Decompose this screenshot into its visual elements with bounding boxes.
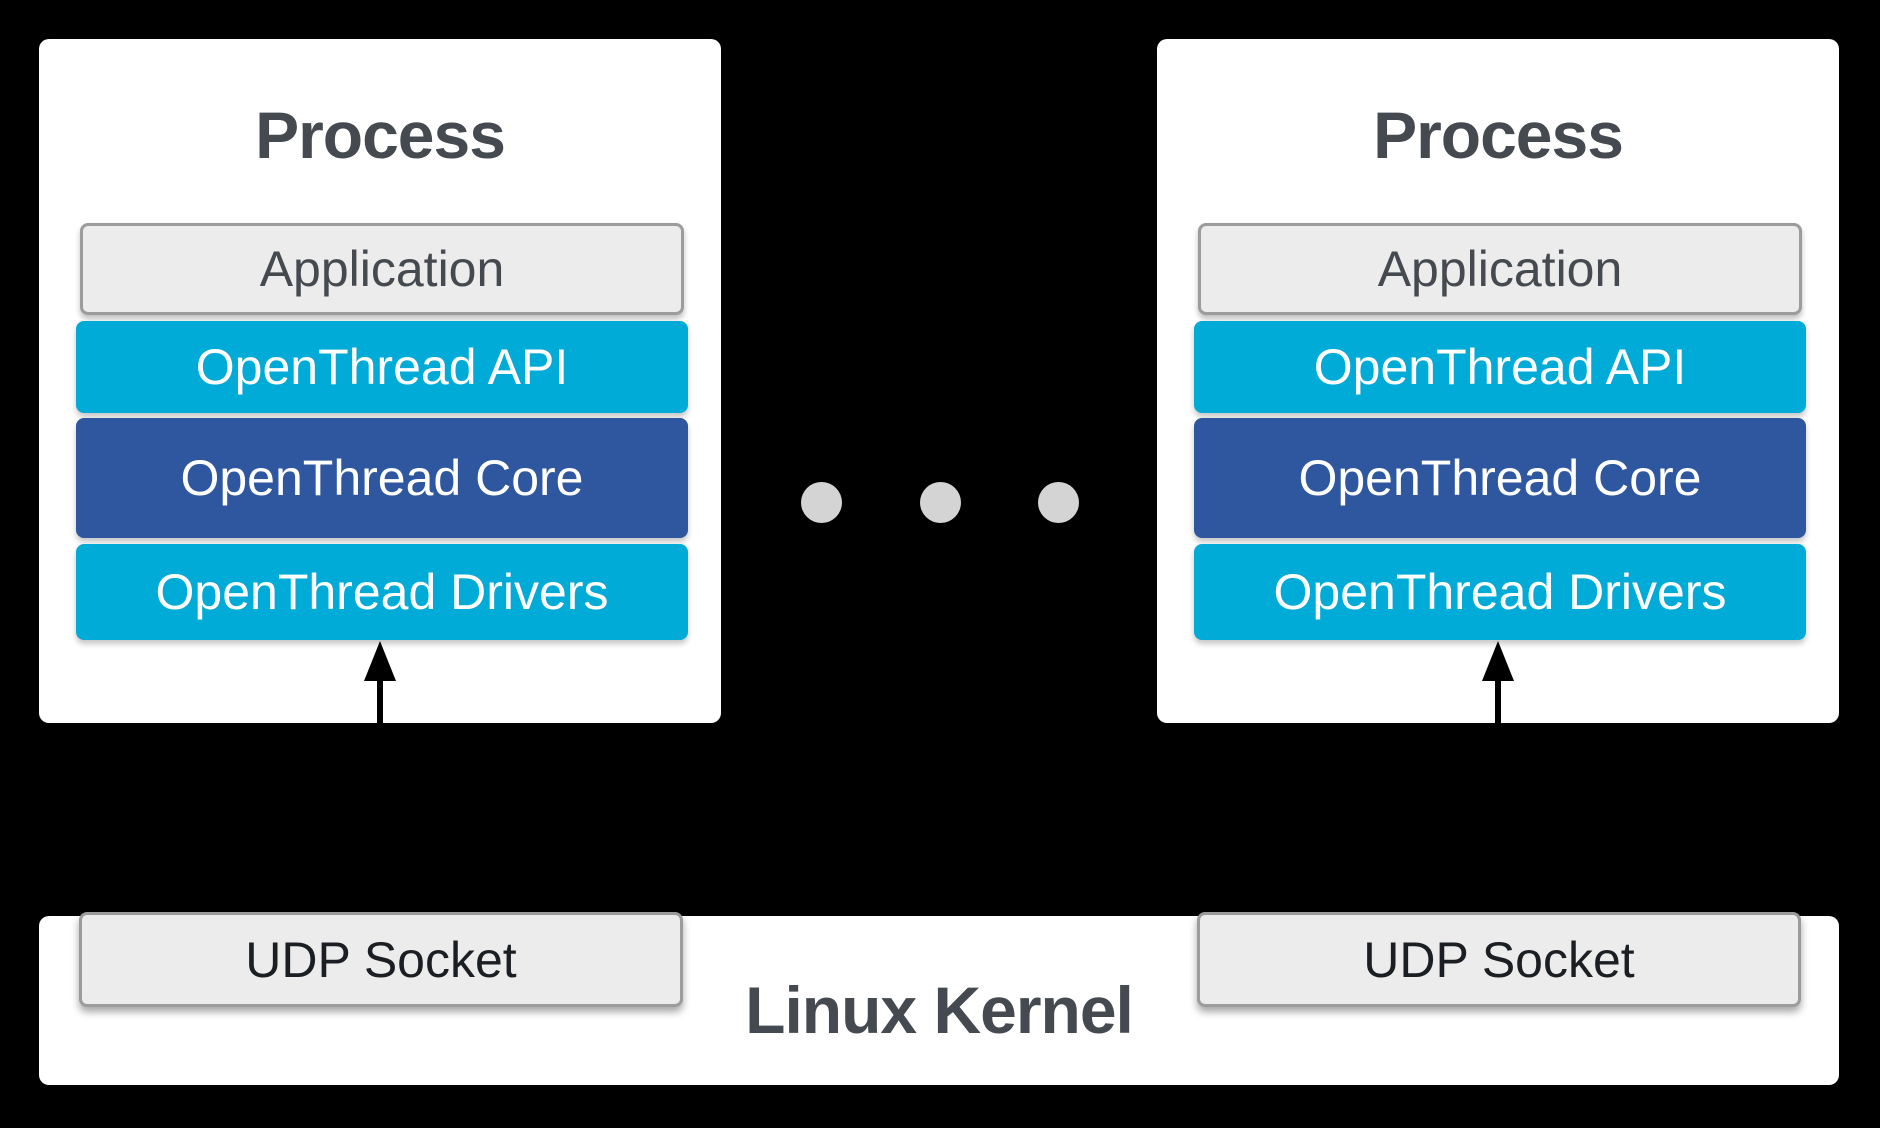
openthread-drivers-layer: OpenThread Drivers: [76, 544, 688, 640]
openthread-api-layer: OpenThread API: [76, 321, 688, 413]
udp-socket-box: UDP Socket: [79, 912, 683, 1007]
arrow-up-icon: [364, 641, 396, 723]
openthread-core-layer-label: OpenThread Core: [180, 450, 584, 506]
process-title: Process: [255, 98, 506, 172]
more-processes-ellipsis: [801, 481, 1079, 523]
openthread-drivers-layer-label: OpenThread Drivers: [1273, 564, 1727, 620]
ellipsis-dot: [919, 481, 961, 523]
application-layer: Application: [80, 223, 684, 315]
application-layer: Application: [1198, 223, 1802, 315]
openthread-core-layer: OpenThread Core: [76, 418, 688, 538]
application-layer-label: Application: [259, 241, 505, 297]
ellipsis-dot: [1038, 481, 1079, 523]
openthread-drivers-layer-label: OpenThread Drivers: [155, 564, 609, 620]
openthread-core-layer-label: OpenThread Core: [1298, 450, 1702, 506]
process-panel-right: Process Application OpenThread API OpenT…: [1157, 39, 1839, 723]
process-panel-left: Process Application OpenThread API OpenT…: [39, 39, 721, 723]
openthread-core-layer: OpenThread Core: [1194, 418, 1806, 538]
linux-kernel-bar: Linux Kernel UDP Socket UDP Socket: [39, 912, 1839, 1085]
process-title: Process: [1373, 98, 1624, 172]
udp-socket-box: UDP Socket: [1197, 912, 1801, 1007]
udp-socket-label: UDP Socket: [1363, 931, 1635, 988]
linux-kernel-title: Linux Kernel: [745, 973, 1134, 1047]
openthread-drivers-layer: OpenThread Drivers: [1194, 544, 1806, 640]
openthread-api-layer: OpenThread API: [1194, 321, 1806, 413]
application-layer-label: Application: [1377, 241, 1623, 297]
openthread-api-layer-label: OpenThread API: [1313, 339, 1687, 395]
ellipsis-dot: [801, 481, 842, 523]
arrow-up-icon: [1482, 641, 1514, 723]
udp-socket-label: UDP Socket: [245, 931, 517, 988]
openthread-api-layer-label: OpenThread API: [195, 339, 569, 395]
